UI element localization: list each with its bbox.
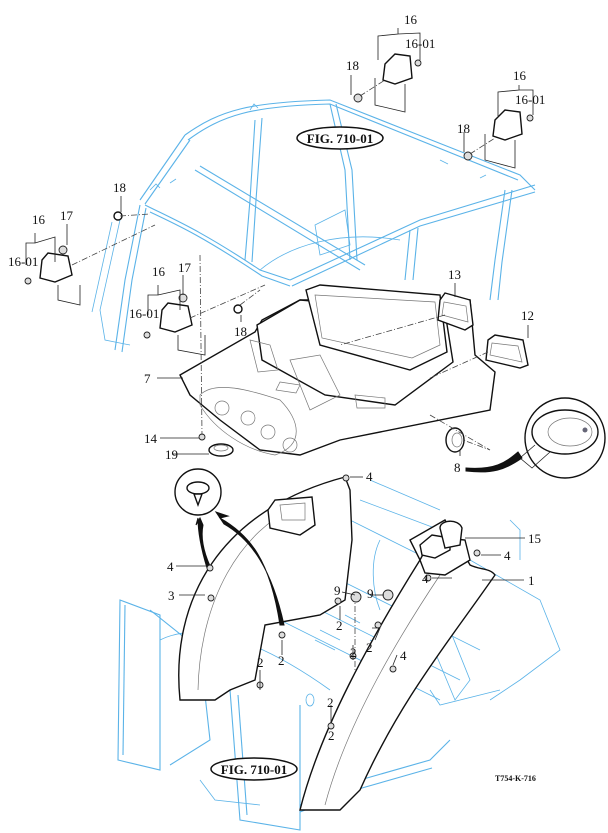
left-fender-3 (178, 476, 353, 701)
grommet-19 (208, 443, 234, 457)
callout-16: 16 (513, 68, 527, 83)
callout-17: 17 (60, 208, 74, 223)
clip-detail-bubble (174, 468, 222, 516)
callout-18: 18 (113, 180, 126, 195)
leader-lines (25, 28, 534, 722)
work-lamp-left-1 (24, 245, 81, 306)
dome-lamp-13 (437, 292, 474, 331)
callout-2: 2 (328, 728, 335, 743)
callout-16-01: 16-01 (8, 254, 38, 269)
callout-2: 2 (366, 640, 373, 655)
callout-2: 2 (257, 655, 264, 670)
fig-ref-bottom[interactable]: FIG. 710-01 (210, 757, 298, 781)
callout-2: 2 (327, 695, 334, 710)
callout-19: 19 (165, 447, 178, 462)
speaker-detail-arrow (465, 451, 523, 473)
svg-text:FIG. 710-01: FIG. 710-01 (307, 131, 373, 146)
small-fasteners (206, 474, 481, 730)
dome-lamp-12 (485, 334, 529, 369)
callout-labels: 16 16-01 18 16 16-01 18 18 16 17 16-01 1… (8, 12, 545, 743)
clip-detail-arrow-1 (195, 516, 211, 569)
callout-14: 14 (144, 431, 158, 446)
work-lamp-left-2 (143, 293, 206, 356)
callout-18: 18 (457, 121, 470, 136)
work-lamp-top-2 (463, 109, 534, 169)
fig-ref-top[interactable]: FIG. 710-01 (296, 126, 384, 150)
callout-2: 2 (278, 653, 285, 668)
callout-16-01: 16-01 (129, 306, 159, 321)
callout-15: 15 (528, 531, 541, 546)
svg-text:FIG. 710-01: FIG. 710-01 (221, 762, 287, 777)
callout-12: 12 (521, 308, 534, 323)
callout-4: 4 (400, 648, 407, 663)
speaker-8 (445, 427, 465, 453)
cab-frame (91, 99, 536, 353)
callout-16: 16 (32, 212, 46, 227)
callout-13: 13 (448, 267, 461, 282)
drawing-code: T754-K-716 (495, 774, 536, 783)
callout-16: 16 (152, 264, 166, 279)
callout-9: 9 (367, 586, 374, 601)
clip-detail-arrow-2 (214, 511, 285, 626)
callout-7: 7 (144, 371, 151, 386)
callout-4: 4 (504, 548, 511, 563)
callout-1: 1 (528, 573, 535, 588)
speaker-detail-bubble (519, 397, 606, 479)
grommet-18-mid (233, 304, 243, 314)
callout-8: 8 (454, 460, 461, 475)
callout-2: 2 (336, 618, 343, 633)
ashtray-15 (419, 520, 463, 559)
callout-2: 2 (350, 645, 357, 660)
callout-4: 4 (422, 571, 429, 586)
callout-18: 18 (346, 58, 359, 73)
platform-frame (117, 479, 561, 831)
callout-16-01: 16-01 (405, 36, 435, 51)
callout-16-01: 16-01 (515, 92, 545, 107)
headliner-panel (179, 284, 496, 456)
callout-4: 4 (167, 559, 174, 574)
callout-4: 4 (366, 469, 373, 484)
callout-16: 16 (404, 12, 418, 27)
callout-3: 3 (168, 588, 175, 603)
work-lamp-top-1 (353, 53, 422, 113)
callout-18: 18 (234, 324, 247, 339)
callout-17: 17 (178, 260, 192, 275)
callout-9: 9 (334, 583, 341, 598)
